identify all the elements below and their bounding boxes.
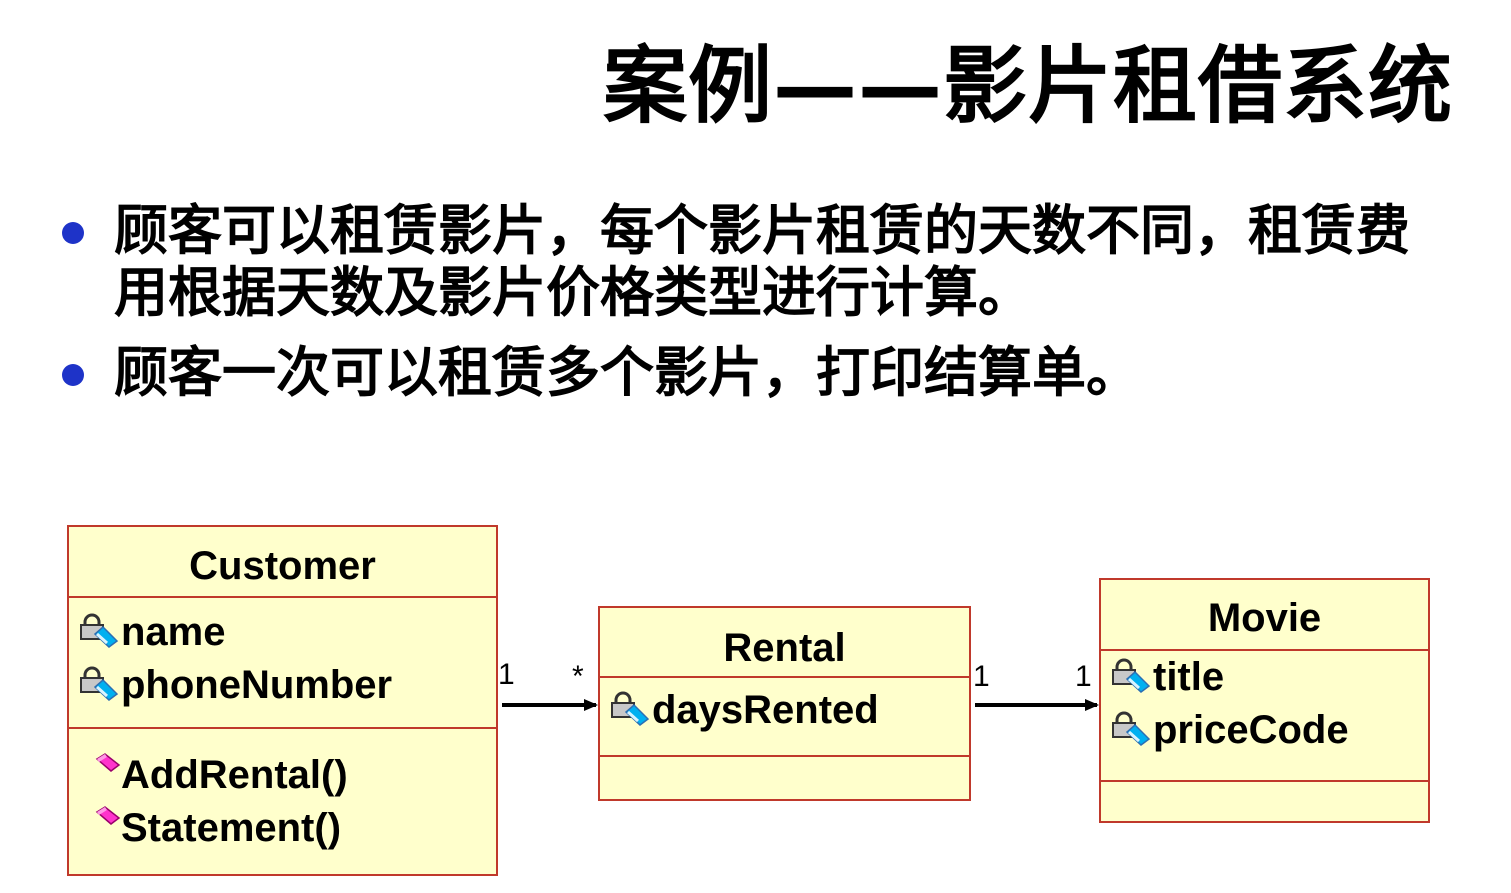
attribute-compartment: daysRented — [600, 678, 969, 757]
attribute-label: daysRented — [652, 688, 879, 732]
bullet-dot-icon — [62, 222, 84, 244]
movie-class-box: Movie title priceCode — [1099, 578, 1430, 823]
class-name: Movie — [1101, 580, 1428, 651]
bullet-text: 顾客一次可以租赁多个影片，打印结算单。 — [114, 341, 1140, 404]
rental-movie-source-multiplicity: 1 — [973, 660, 990, 693]
bullet-item: 顾客可以租赁影片，每个影片租赁的天数不同，租赁费用根据天数及影片价格类型进行计算… — [58, 200, 1458, 324]
attribute-row: priceCode — [1101, 704, 1428, 757]
lock-key-icon — [611, 691, 650, 726]
attribute-row: title — [1101, 651, 1428, 704]
operation-label: AddRental() — [121, 753, 348, 797]
bullet-text: 顾客可以租赁影片，每个影片租赁的天数不同，租赁费用根据天数及影片价格类型进行计算… — [114, 199, 1410, 324]
slide-title: 案例——影片租借系统 — [602, 37, 1453, 135]
attribute-row: name — [69, 606, 496, 659]
rental-movie-target-multiplicity: 1 — [1075, 660, 1092, 693]
bullet-item: 顾客一次可以租赁多个影片，打印结算单。 — [58, 342, 1458, 404]
attribute-row: daysRented — [600, 684, 969, 737]
bullet-dot-icon — [62, 364, 84, 386]
rental-class-box: Rental daysRented — [598, 606, 971, 801]
attribute-compartment: name phoneNumber — [69, 598, 496, 729]
customer-class-box: Customer name phoneNumber — [67, 525, 498, 876]
attribute-compartment: title priceCode — [1101, 651, 1428, 782]
bullet-list: 顾客可以租赁影片，每个影片租赁的天数不同，租赁费用根据天数及影片价格类型进行计算… — [58, 200, 1458, 422]
magenta-diamond-icon — [95, 806, 121, 825]
operation-compartment: AddRental() Statement() — [69, 729, 496, 855]
attribute-label: name — [121, 610, 226, 654]
customer-rental-source-multiplicity: 1 — [498, 658, 515, 691]
attribute-label: title — [1153, 655, 1225, 699]
operation-row: AddRental() — [69, 749, 496, 802]
operation-row: Statement() — [69, 802, 496, 855]
lock-key-icon — [1112, 711, 1151, 746]
class-name: Rental — [600, 608, 969, 678]
attribute-label: priceCode — [1153, 708, 1349, 752]
lock-key-icon — [80, 666, 119, 701]
lock-key-icon — [1112, 658, 1151, 693]
attribute-row: phoneNumber — [69, 659, 496, 712]
class-name: Customer — [69, 527, 496, 598]
operation-label: Statement() — [121, 806, 342, 850]
magenta-diamond-icon — [95, 753, 121, 772]
lock-key-icon — [80, 613, 119, 648]
attribute-label: phoneNumber — [121, 663, 393, 707]
customer-rental-target-multiplicity: * — [572, 660, 584, 693]
